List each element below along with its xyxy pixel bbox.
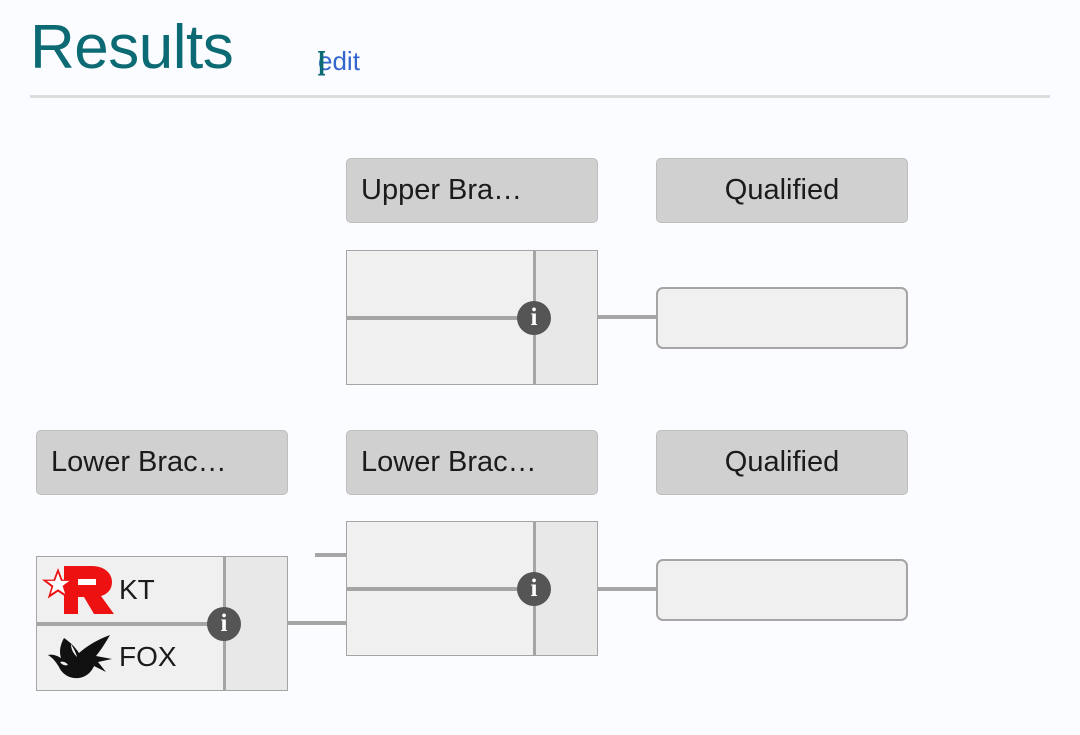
match-box-upper-bracket-final[interactable] xyxy=(346,250,598,385)
connector-lower-r1-to-r2 xyxy=(288,621,346,625)
heading-divider xyxy=(30,95,1050,98)
round-header-lower-bracket-r2: Lower Brac… xyxy=(346,430,598,495)
edit-link-close-bracket: ] xyxy=(318,46,326,76)
edit-section-link[interactable]: [edit] xyxy=(318,46,360,76)
team-logo-placeholder xyxy=(349,256,429,312)
page-title: Results [edit] xyxy=(30,8,1050,100)
opponent-row: FOX xyxy=(37,624,287,691)
team-name: KT xyxy=(119,574,155,606)
opponent-divider xyxy=(37,621,287,626)
team-logo-placeholder xyxy=(349,323,429,379)
opponent-row: KT xyxy=(37,557,287,624)
opponent-divider xyxy=(347,315,597,320)
fox-logo xyxy=(39,629,119,685)
connector-lower-r2-to-qualified xyxy=(597,587,657,591)
result-box-upper-qualified-slot[interactable] xyxy=(656,287,908,349)
edit-link-label[interactable]: edit xyxy=(318,46,360,76)
page-title-text: Results xyxy=(30,13,234,82)
match-box-lower-bracket-round1[interactable]: KT FOX xyxy=(36,556,288,691)
round-header-lower-bracket-r1: Lower Brac… xyxy=(36,430,288,495)
team-name: FOX xyxy=(119,640,177,672)
info-icon[interactable]: i xyxy=(517,300,551,335)
match-box-lower-bracket-round2[interactable] xyxy=(346,521,598,656)
round-header-upper-bracket: Upper Bra… xyxy=(346,158,598,223)
opponent-divider xyxy=(347,586,597,591)
info-icon[interactable]: i xyxy=(517,571,551,606)
fox-logo-svg xyxy=(48,634,112,678)
round-header-lower-qualified: Qualified xyxy=(656,430,908,495)
edit-link-open-bracket: [ xyxy=(318,46,326,76)
round-header-upper-qualified: Qualified xyxy=(656,158,908,223)
team-logo-placeholder xyxy=(349,527,429,583)
info-icon[interactable]: i xyxy=(207,606,241,641)
connector-upper-final-to-qualified xyxy=(597,315,657,319)
kt-rolster-logo xyxy=(39,562,119,618)
team-logo-placeholder xyxy=(349,594,429,650)
connector-feeder-to-lower-r2-top xyxy=(315,553,346,557)
result-box-lower-qualified-slot[interactable] xyxy=(656,559,908,621)
kt-rolster-logo-svg xyxy=(42,566,114,615)
